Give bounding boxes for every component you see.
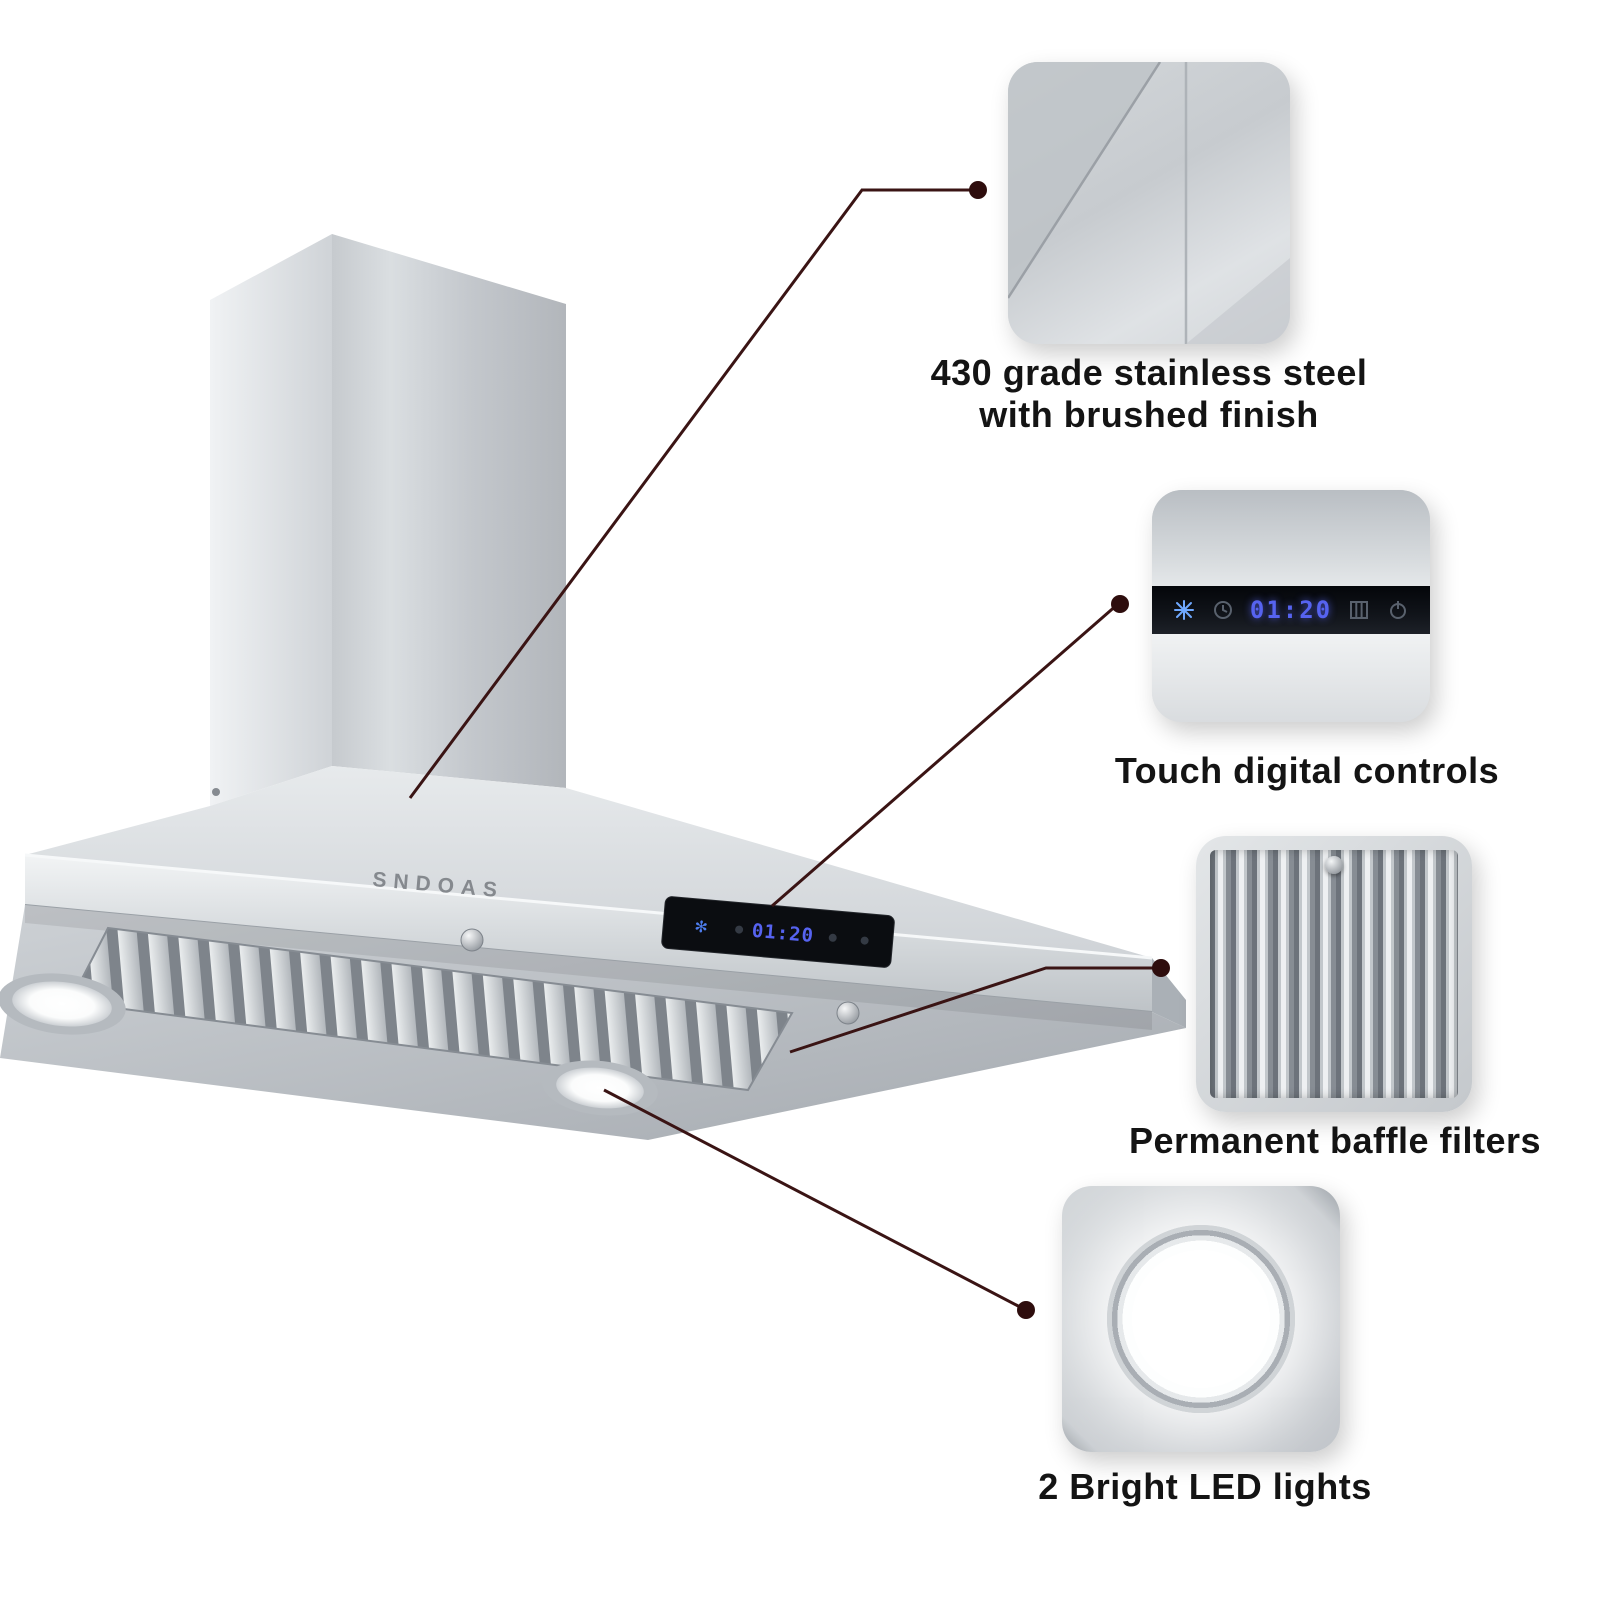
- hood-power-icon: [860, 936, 869, 945]
- digital-display: 01:20: [1249, 596, 1333, 624]
- caption-steel-line1: 430 grade stainless steel: [930, 352, 1368, 393]
- led-light-left: [0, 973, 126, 1035]
- led-lamp: [1107, 1225, 1295, 1413]
- power-icon: [1390, 601, 1406, 619]
- chimney-front-face: [332, 234, 566, 788]
- steel-finish-thumbnail: [1008, 62, 1290, 344]
- hood-fan-icon: ✻: [694, 919, 709, 937]
- fan-icon: [1174, 600, 1194, 620]
- filter-icon: [1350, 601, 1369, 619]
- timer-icon: [1213, 601, 1232, 619]
- filter-knob: [836, 1001, 860, 1025]
- touch-controls-thumbnail: 01:20: [1152, 490, 1430, 722]
- controls-steel-bottom: [1152, 634, 1430, 722]
- steel-detail-lines: [1008, 62, 1290, 344]
- caption-steel-line2: with brushed finish: [979, 394, 1319, 436]
- baffle-bars: [1210, 850, 1458, 1098]
- hood-display: 01:20: [751, 920, 815, 947]
- filter-knob: [460, 928, 484, 952]
- hood-timer-icon: [735, 925, 744, 934]
- caption-steel: 430 grade stainless steel with brushed f…: [929, 352, 1369, 437]
- baffle-filters-thumbnail: [1196, 836, 1472, 1112]
- controls-steel-top: [1152, 490, 1430, 586]
- controls-black-strip: 01:20: [1152, 586, 1430, 634]
- caption-controls: Touch digital controls: [1114, 750, 1500, 791]
- hood-filter-icon: [828, 933, 837, 942]
- chimney-screw: [212, 788, 220, 796]
- led-light-thumbnail: [1062, 1186, 1340, 1452]
- hood-control-panel: ✻ 01:20: [661, 896, 895, 968]
- filter-screw: [1325, 856, 1343, 874]
- caption-filters: Permanent baffle filters: [1128, 1120, 1542, 1161]
- canopy-top: [25, 766, 1152, 958]
- band-highlight-edge: [24, 853, 1153, 960]
- chimney-left-face: [210, 234, 332, 806]
- caption-leds: 2 Bright LED lights: [1038, 1466, 1372, 1507]
